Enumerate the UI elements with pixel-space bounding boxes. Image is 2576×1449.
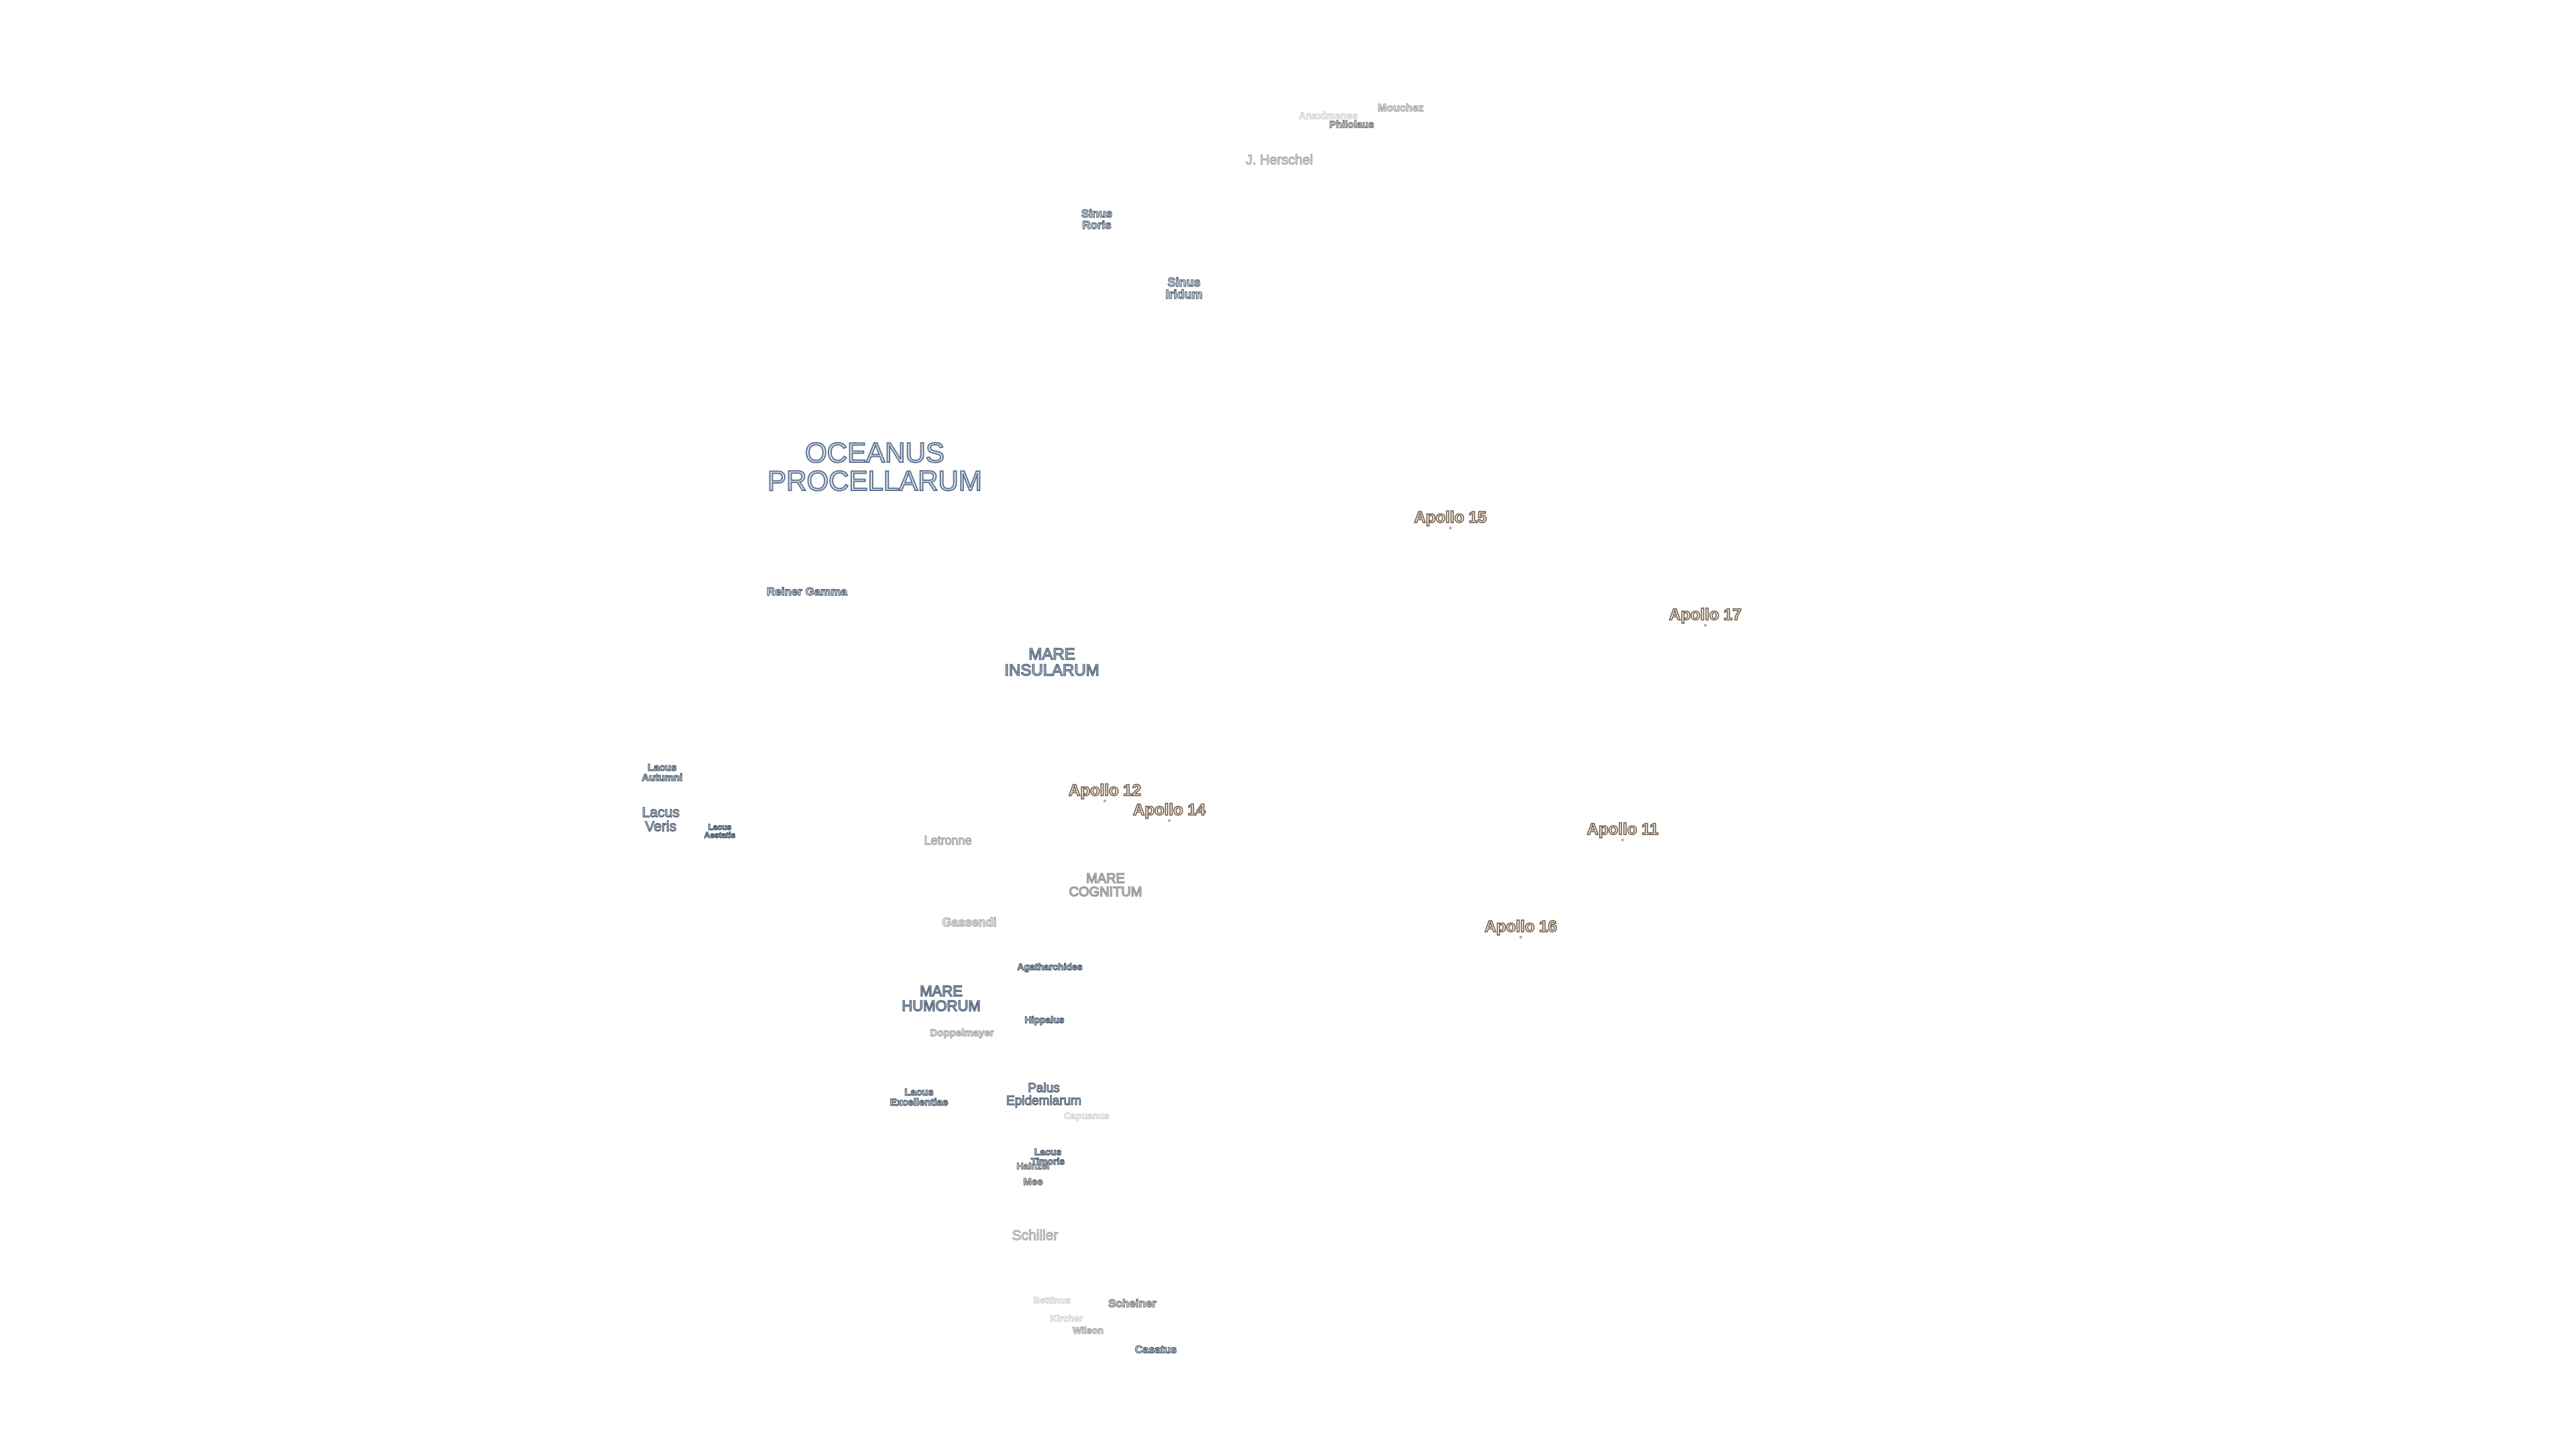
crater-label-kircher: Kircher [1050, 1313, 1083, 1324]
crater-label-casatus: Casatus [1134, 1344, 1177, 1356]
feature-label-lacus-veris: Lacus Veris [641, 805, 680, 835]
crater-label-scheiner: Scheiner [1108, 1297, 1157, 1310]
mare-label-oceanus-procellarum: OCEANUS PROCELLARUM [767, 437, 983, 496]
crater-label-schiller: Schiller [1012, 1228, 1059, 1244]
apollo-12-site[interactable]: Apollo 12 [1068, 782, 1142, 802]
apollo-11-site[interactable]: Apollo 11 [1587, 820, 1659, 841]
apollo-17-site[interactable]: Apollo 17 [1668, 606, 1742, 627]
crater-label-wilson: Wilson [1073, 1325, 1104, 1336]
feature-label-sinus-iridum: Sinus Iridum [1165, 276, 1203, 301]
feature-label-lacus-timoris: Lacus Timoris [1030, 1146, 1065, 1167]
crater-label-mouchez: Mouchez [1377, 103, 1424, 114]
feature-label-palus-epidemiarum: Palus Epidemiarum [1006, 1081, 1081, 1108]
feature-label-agatharchides: Agatharchides [1017, 961, 1083, 972]
mare-label-cognitum: MARE COGNITUM [1069, 871, 1142, 900]
feature-label-reiner-gamma: Reiner Gamma [766, 585, 847, 598]
feature-label-sinus-roris: Sinus Roris [1081, 207, 1113, 231]
crater-label-mee: Mee [1023, 1176, 1043, 1188]
apollo-15-site[interactable]: Apollo 15 [1413, 508, 1487, 529]
crater-label-letronne: Letronne [924, 834, 972, 847]
apollo-14-site[interactable]: Apollo 14 [1132, 801, 1206, 822]
mare-label-humorum: MARE HUMORUM [902, 983, 981, 1014]
crater-label-gassendi: Gassendi [942, 916, 997, 929]
feature-label-hippalus: Hippalus [1024, 1014, 1065, 1025]
crater-label-capuanus: Capuanus [1064, 1110, 1110, 1121]
feature-label-lacus-aestatis: Lacus Aestatis [704, 822, 736, 840]
crater-label-hainzel: Hainzel [1016, 1161, 1050, 1171]
apollo-16-site[interactable]: Apollo 16 [1484, 918, 1558, 938]
mare-label-insularum: MARE INSULARUM [1004, 645, 1100, 680]
feature-label-lacus-excellentiae: Lacus Excellentiae [890, 1087, 949, 1108]
crater-label-philolaus: Philolaus [1329, 119, 1375, 131]
crater-label-doppelmayer: Doppelmayer [930, 1027, 994, 1039]
feature-label-lacus-autumni: Lacus Autumni [641, 762, 683, 784]
crater-label-bettinus: Bettinus [1033, 1295, 1071, 1305]
crater-label-anaximenes: Anaximenes [1298, 110, 1358, 122]
crater-label-j-herschel: J. Herschel [1245, 153, 1313, 168]
